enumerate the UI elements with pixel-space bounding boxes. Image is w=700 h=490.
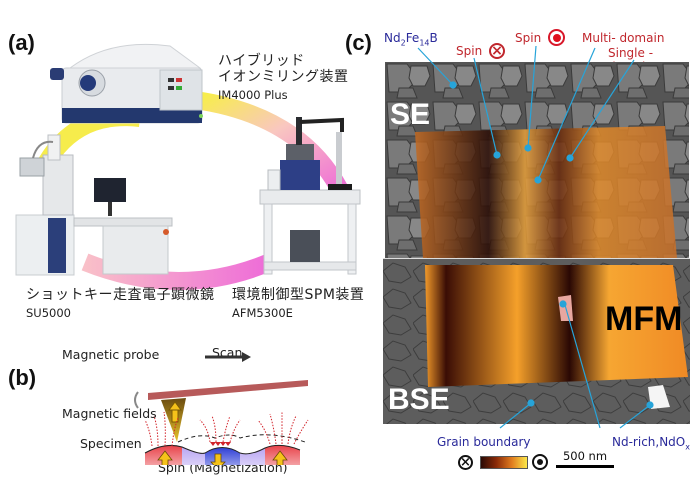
label-part: Nd (384, 31, 401, 45)
spin-out-label: Spin (515, 31, 542, 45)
grain-boundary-label: Grain boundary (437, 435, 531, 449)
ion-milling-name-line1: ハイブリッド (218, 53, 305, 69)
spin-down-arrow (210, 453, 226, 465)
spin-up-arrow (272, 450, 288, 465)
magnetic-fields-label: Magnetic fields (62, 406, 157, 421)
label-part: Nd-rich,NdO (612, 435, 686, 449)
cantilever (148, 380, 308, 400)
multi-domain-label: Multi- domain (582, 31, 665, 45)
scale-bar-label: 500 nm (562, 449, 608, 463)
label-sub: 14 (419, 38, 430, 48)
se-image (385, 62, 689, 258)
spm-model: AFM5300E (232, 306, 293, 320)
spm-name: 環境制御型SPM装置 (232, 287, 365, 303)
nd2fe14b-label: Nd2Fe14B (384, 31, 438, 47)
oscillation-icon (134, 391, 139, 409)
specimen-label: Specimen (80, 436, 142, 451)
domain-down (205, 447, 240, 465)
ion-milling-instrument-image (50, 38, 210, 133)
mfm-overlay-top (415, 126, 677, 258)
label-part: Fe (405, 31, 420, 45)
panel-label-a: (a) (8, 30, 35, 55)
sem-name: ショットキー走査電子顕微鏡 (26, 287, 215, 303)
magnetic-field-lines (144, 411, 309, 447)
mfm-principle-diagram (134, 352, 309, 465)
bse-label: BSE (388, 383, 450, 416)
scale-bar (556, 465, 614, 468)
spin-into-label: Spin (456, 44, 483, 58)
out-of-page-symbol-icon (532, 454, 548, 470)
ion-milling-name-line2: イオンミリング装置 (218, 69, 349, 85)
spin-up-arrow (157, 450, 173, 465)
spm-instrument-image (250, 112, 365, 282)
bse-image (383, 258, 690, 424)
ring-segment-top-right (193, 91, 348, 195)
probe-path (177, 434, 306, 443)
ion-milling-model: IM4000 Plus (218, 88, 288, 102)
panel-label-b: (b) (8, 365, 37, 390)
sem-model: SU5000 (26, 306, 71, 320)
into-page-symbol-icon: × (458, 455, 473, 470)
se-label: SE (390, 98, 431, 131)
nd-rich-label: Nd-rich,NdOx (612, 435, 690, 451)
panel-label-c: (c) (345, 30, 372, 55)
magnetic-probe-label: Magnetic probe (62, 347, 160, 362)
mfm-label: MFM (605, 300, 683, 338)
mfm-overlay-bottom (425, 265, 688, 387)
sem-instrument-image (8, 130, 178, 280)
spin-out-of-page-icon (548, 29, 565, 46)
label-part: B (429, 31, 438, 45)
label-sub: x (685, 442, 690, 452)
mfm-colorbar (480, 456, 528, 469)
label-sub: 2 (400, 38, 406, 48)
spin-into-page-icon: × (489, 43, 505, 59)
